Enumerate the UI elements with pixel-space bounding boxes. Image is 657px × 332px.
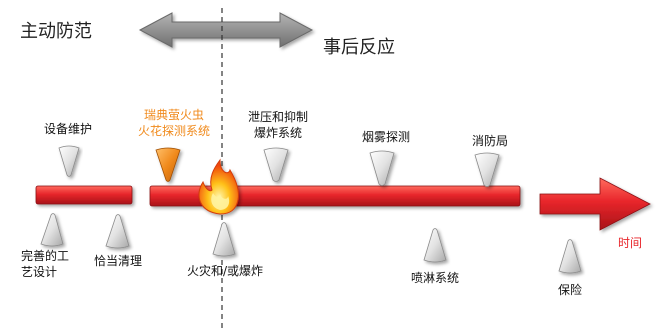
label-firefly-line1: 瑞典萤火虫	[143, 108, 204, 122]
label-cleaning: 恰当清理	[93, 254, 142, 268]
marker-fire-department	[474, 152, 500, 187]
marker-firefly	[155, 147, 181, 182]
marker-insurance	[558, 239, 582, 274]
timeline-bar-prevention	[35, 185, 133, 205]
label-sprinkler: 喷淋系统	[410, 271, 459, 285]
marker-equipment-maintenance	[58, 145, 80, 177]
timeline-bar-response	[149, 185, 521, 207]
label-process-design-line1: 完善的工	[21, 249, 70, 263]
label-suppression-line2: 爆炸系统	[253, 126, 302, 140]
marker-sprinkler	[423, 228, 447, 263]
label-fire-explosion: 火灾和/或爆炸	[186, 264, 264, 278]
time-label: 时间	[617, 236, 642, 250]
marker-fire-explosion	[212, 222, 236, 257]
label-equipment-maintenance: 设备维护	[43, 122, 92, 136]
label-process-design-line2: 艺设计	[21, 265, 58, 279]
label-firefly-line2: 火花探测系统	[137, 124, 210, 138]
reactive-label: 事后反应	[323, 37, 395, 58]
label-insurance: 保险	[557, 283, 582, 297]
label-fire-department: 消防局	[471, 134, 508, 148]
label-smoke-detection: 烟雾探测	[361, 130, 410, 144]
marker-suppression	[263, 147, 289, 182]
marker-process-design	[40, 213, 64, 247]
label-suppression-line1: 泄压和抑制	[247, 110, 308, 124]
proactive-label: 主动防范	[20, 21, 92, 42]
marker-cleaning	[105, 214, 130, 249]
arrow-right-icon	[539, 177, 651, 231]
double-arrow-icon	[138, 12, 314, 48]
flame-icon	[198, 158, 239, 215]
marker-smoke-detection	[369, 150, 395, 186]
